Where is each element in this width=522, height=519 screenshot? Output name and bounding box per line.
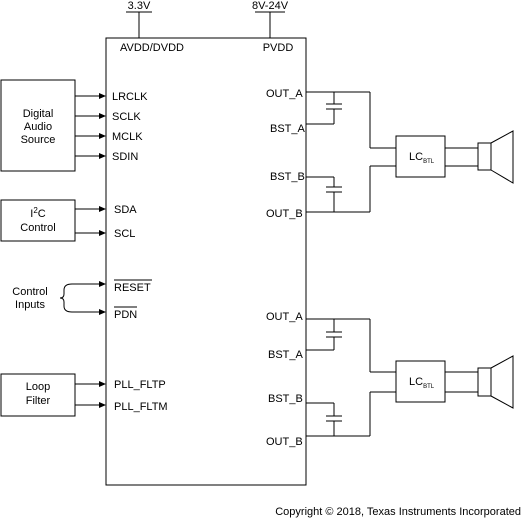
- pin-sdin: SDIN: [112, 151, 138, 163]
- pin-sclk: SCLK: [112, 111, 141, 123]
- speaker-cone-bottom: [490, 355, 514, 409]
- pin-out-b-top: OUT_B: [266, 208, 303, 220]
- pin-mclk: MCLK: [112, 131, 143, 143]
- pin-lrclk: LRCLK: [112, 91, 148, 103]
- digital-audio-line1: Digital: [23, 108, 54, 120]
- loop-filter-line2: Filter: [26, 395, 51, 407]
- pin-pdn: PDN: [114, 309, 137, 321]
- amplifier-chip: [105, 37, 307, 486]
- i2c-control-block: I2C Control: [0, 199, 76, 242]
- avdd-dvdd-label: AVDD/DVDD: [120, 42, 184, 54]
- digital-audio-line3: Source: [21, 134, 56, 146]
- i2c-bus-arrows: [75, 206, 106, 236]
- supply-8v-24v-label: 8V-24V: [252, 0, 289, 12]
- speaker-magnet-bottom: [477, 367, 492, 397]
- i2c-control-label: Control: [20, 222, 55, 234]
- audio-bus-arrows: [75, 93, 106, 159]
- lc-btl-filter-bottom: [395, 360, 446, 403]
- lc-btl-label-bottom: LCBTL: [409, 376, 435, 390]
- supply-3v3: 3.3V: [126, 0, 152, 38]
- loop-filter-line1: Loop: [26, 381, 50, 393]
- pin-out-a-top: OUT_A: [266, 88, 303, 100]
- pin-sda: SDA: [114, 204, 137, 216]
- loop-filter-arrows: [75, 381, 106, 408]
- loop-filter-block: Loop Filter: [0, 373, 76, 417]
- copyright-notice: Copyright © 2018, Texas Instruments Inco…: [275, 506, 521, 518]
- pin-scl: SCL: [114, 228, 135, 240]
- pin-pll-fltp: PLL_FLTP: [114, 379, 166, 391]
- digital-audio-source-block: Digital Audio Source: [0, 79, 76, 172]
- output-channel-top: OUT_A BST_A BST_B OUT_B LCBTL: [266, 88, 514, 220]
- lc-btl-filter-top: [395, 135, 446, 178]
- control-inputs-line1: Control: [12, 286, 47, 298]
- supply-8v-24v: 8V-24V: [252, 0, 289, 38]
- lc-btl-label-top: LCBTL: [409, 151, 435, 165]
- pin-out-b-bottom: OUT_B: [266, 436, 303, 448]
- supply-3v3-label: 3.3V: [128, 0, 151, 12]
- output-channel-bottom: OUT_A BST_A BST_B OUT_B LCBTL: [266, 311, 514, 448]
- control-input-arrows: [72, 281, 106, 315]
- speaker-magnet-top: [477, 142, 492, 171]
- pin-bst-a-top: BST_A: [270, 123, 306, 135]
- control-inputs-line2: Inputs: [15, 299, 45, 311]
- speaker-cone-top: [490, 130, 514, 184]
- i2c-label: I2C: [30, 206, 46, 220]
- pin-bst-a-bottom: BST_A: [268, 349, 304, 361]
- pvdd-label: PVDD: [263, 42, 294, 54]
- pin-bst-b-bottom: BST_B: [268, 393, 303, 405]
- pin-reset: RESET: [114, 282, 151, 294]
- pin-bst-b-top: BST_B: [270, 171, 305, 183]
- digital-audio-line2: Audio: [24, 121, 52, 133]
- control-inputs-brace: [59, 283, 73, 313]
- pin-pll-fltm: PLL_FLTM: [114, 401, 168, 413]
- pin-out-a-bottom: OUT_A: [266, 311, 303, 323]
